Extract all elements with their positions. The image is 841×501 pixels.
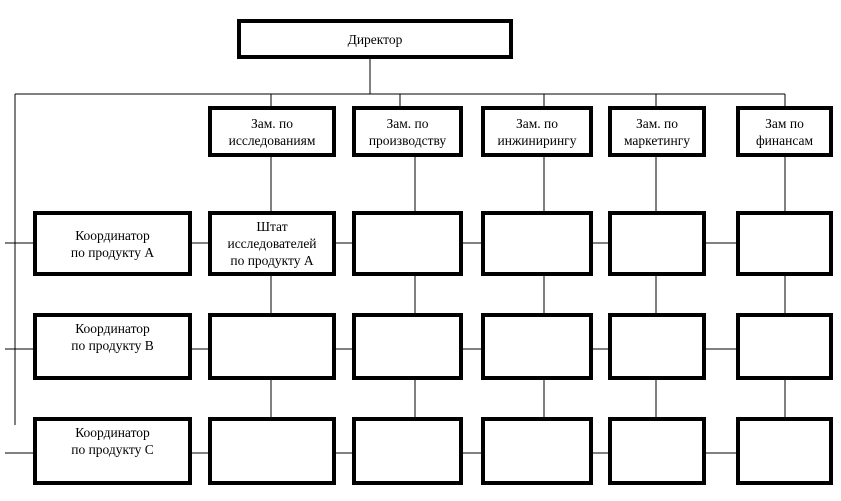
deputy-marketing-box: Зам. по маркетингу: [608, 106, 706, 157]
deputy-finance-line1: Зам по: [765, 115, 804, 131]
cell-c-engineering: [481, 417, 593, 485]
deputy-engineering-box: Зам. по инжинирингу: [481, 106, 593, 157]
cell-a-production: [352, 211, 463, 276]
cell-a-research-line2: исследователей: [227, 236, 317, 251]
director-box: Директор: [237, 19, 513, 59]
coordinator-a-box: Координатор по продукту А: [33, 211, 192, 276]
cell-c-marketing: [608, 417, 706, 485]
deputy-production-box: Зам. по производству: [352, 106, 463, 157]
coordinator-b-line1: Координатор: [75, 321, 150, 336]
cell-a-research-line1: Штат: [256, 219, 288, 234]
cell-c-finance: [736, 417, 833, 485]
director-label: Директор: [347, 31, 403, 47]
deputy-finance-box: Зам по финансам: [736, 106, 833, 157]
deputy-engineering-line1: Зам. по: [515, 115, 559, 131]
coordinator-c-box: Координатор по продукту С: [33, 417, 192, 485]
deputy-research-box: Зам. по исследованиям: [208, 106, 336, 157]
coordinator-c-line1: Координатор: [75, 425, 150, 440]
deputy-production-line1: Зам. по: [386, 115, 429, 131]
cell-a-engineering: [481, 211, 593, 276]
deputy-research-line2: исследованиям: [228, 132, 316, 148]
coordinator-b-line2: по продукту В: [71, 338, 154, 353]
coordinator-a-line2: по продукту А: [70, 244, 155, 260]
deputy-marketing-line1: Зам. по: [635, 115, 679, 131]
deputy-engineering-line2: инжинирингу: [497, 132, 577, 148]
cell-c-production: [352, 417, 463, 485]
cell-c-research: [208, 417, 336, 485]
deputy-production-line2: производству: [368, 132, 447, 148]
coordinator-c-line2: по продукту С: [71, 442, 154, 457]
coordinator-a-line1: Координатор: [75, 227, 150, 243]
cell-a-finance: [736, 211, 833, 276]
cell-a-research-line3: по продукту А: [230, 253, 314, 268]
cell-b-research: [208, 313, 336, 380]
deputy-research-line1: Зам. по: [250, 115, 294, 131]
cell-b-finance: [736, 313, 833, 380]
cell-b-marketing: [608, 313, 706, 380]
deputy-marketing-line2: маркетингу: [623, 132, 691, 148]
cell-a-research: Штат исследователей по продукту А: [208, 211, 336, 276]
deputy-finance-line2: финансам: [755, 132, 814, 148]
cell-b-engineering: [481, 313, 593, 380]
coordinator-b-box: Координатор по продукту В: [33, 313, 192, 380]
cell-a-marketing: [608, 211, 706, 276]
cell-b-production: [352, 313, 463, 380]
